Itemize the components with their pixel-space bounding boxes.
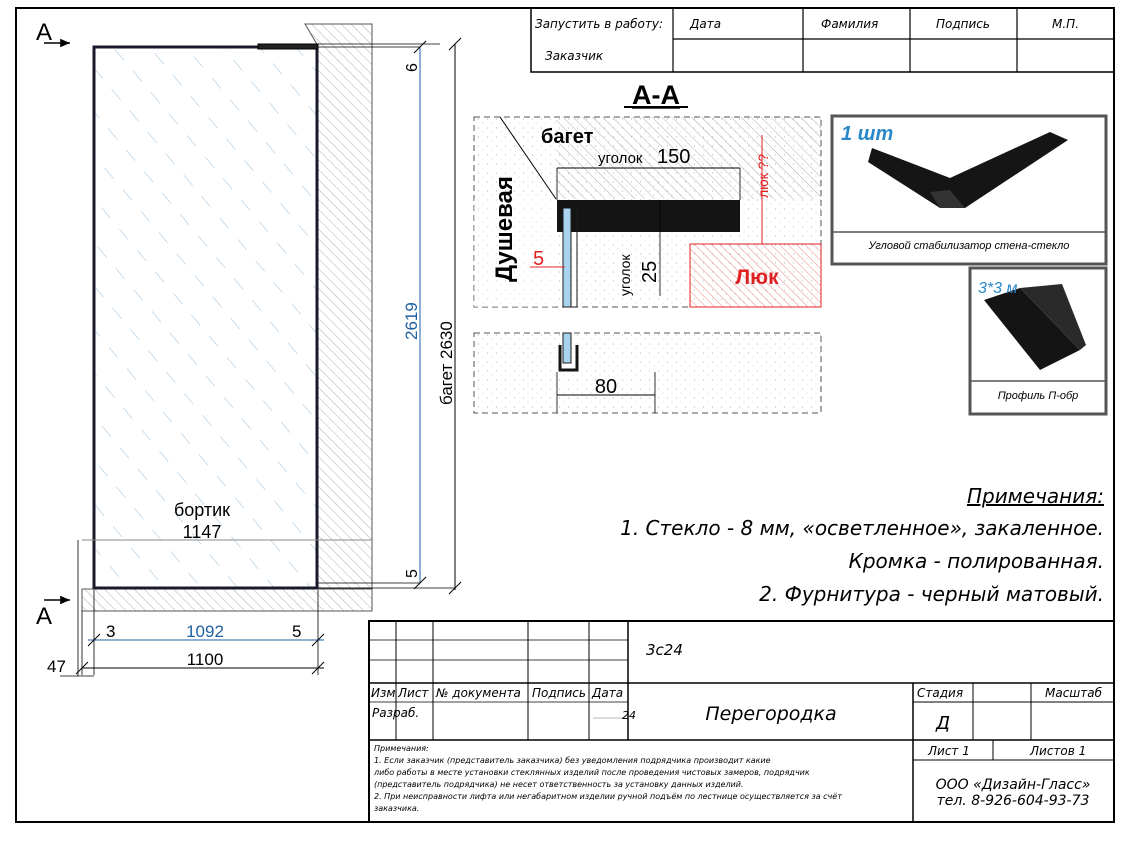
stage-value: Д	[935, 713, 950, 734]
section-view: А-А багет уголок 150 люк ?? Душевая 5 уг…	[473, 80, 822, 414]
profile-quantity: 3*3 м	[978, 280, 1017, 297]
corner-side-label: уголок	[617, 254, 633, 296]
glass-panel	[92, 45, 319, 590]
sheet-label: Лист 1	[927, 744, 970, 758]
header-doc-number: № документа	[435, 686, 521, 700]
stage-label: Стадия	[917, 686, 963, 700]
approval-signature-col: Подпись	[936, 17, 990, 31]
note-line-1: 1. Стекло - 8 мм, «осветленное», закален…	[620, 516, 1104, 540]
hatch-box-label: Люк	[735, 266, 779, 289]
cut-mark-top: А	[36, 19, 52, 46]
scale-label: Масштаб	[1045, 686, 1103, 700]
title-block: 3с24 Изм Лист № документа Подпись Дата Р…	[368, 620, 1115, 823]
company-name: ООО «Дизайн-Гласс»	[936, 777, 1091, 793]
remark-line-5: заказчика.	[374, 804, 419, 813]
dim-right-gap: 5	[292, 622, 301, 641]
approval-table: Запустить в работу: Заказчик Дата Фамили…	[530, 7, 1115, 73]
corner-top-label: уголок	[598, 150, 643, 167]
remark-line-0: Примечания:	[374, 744, 429, 753]
product-name: Перегородка	[705, 703, 836, 725]
corner-top-value: 150	[657, 146, 690, 168]
hatch-box	[689, 243, 822, 308]
curb-label: бортик	[174, 500, 230, 520]
front-view: А А 6 2619 багет 2630 5 бортик 1147 3 10…	[36, 19, 462, 677]
stabilizer-quantity: 1 шт	[841, 123, 893, 145]
dim-total-width: 1100	[187, 650, 224, 669]
baguette-profile	[557, 200, 740, 232]
dim-baguette-height: багет 2630	[437, 321, 456, 405]
component-stabilizer: 1 шт	[830, 114, 1108, 266]
remark-line-1: 1. Если заказчик (представитель заказчик…	[374, 756, 771, 765]
dim-left-gap: 3	[106, 622, 115, 641]
note-line-2: Кромка - полированная.	[849, 549, 1104, 573]
developed-label: Разраб.	[372, 706, 419, 720]
baguette-label: багет	[541, 126, 594, 148]
header-sheet: Лист	[397, 686, 429, 700]
profile-caption: Профиль П-обр	[997, 390, 1079, 402]
date-fragment: 24	[622, 709, 636, 722]
shower-label: Душевая	[491, 176, 518, 282]
header-change: Изм	[371, 686, 395, 700]
baguette-strip	[257, 43, 319, 50]
approval-start-label: Запустить в работу:	[535, 17, 663, 31]
curb-width: 1147	[183, 522, 222, 542]
corner-side-value: 25	[639, 261, 661, 283]
approval-stamp-col: М.П.	[1052, 17, 1079, 31]
component-profile: 3*3 м	[968, 266, 1108, 416]
header-signature: Подпись	[532, 686, 586, 700]
stabilizer-caption: Угловой стабилизатор стена-стекло	[868, 240, 1070, 252]
dim-bottom-gap: 5	[404, 569, 421, 578]
section-title: А-А	[632, 80, 680, 110]
approval-customer-label: Заказчик	[545, 49, 604, 63]
dim-curb-height: 47	[47, 657, 66, 676]
dim-glass-height: 2619	[402, 302, 421, 340]
remark-line-3: (представитель подрядчика) не несет отве…	[374, 780, 744, 789]
hatch-unknown-label: люк ??	[755, 154, 771, 198]
remark-line-4: 2. При неисправности лифта или негабарит…	[374, 792, 842, 801]
glass-section	[562, 207, 572, 308]
dim-top-gap: 6	[404, 63, 421, 72]
company-phone: тел. 8-926-604-93-73	[937, 793, 1090, 809]
notes-title: Примечания:	[967, 484, 1104, 508]
dim-bottom-profile: 80	[595, 376, 617, 398]
dim-glass-width: 1092	[186, 622, 224, 641]
remark-line-2: либо работы в месте установки стеклянных…	[373, 768, 810, 777]
notes: Примечания: 1. Стекло - 8 мм, «осветленн…	[620, 484, 1104, 606]
note-line-3: 2. Фурнитура - черный матовый.	[759, 582, 1104, 606]
approval-date-col: Дата	[689, 17, 721, 31]
dim-thickness: 5	[533, 248, 544, 270]
cut-mark-bottom: А	[36, 603, 52, 630]
sheets-label: Листов 1	[1029, 744, 1086, 758]
approval-surname-col: Фамилия	[821, 17, 878, 31]
title-code: 3с24	[646, 641, 683, 659]
header-date: Дата	[591, 686, 623, 700]
